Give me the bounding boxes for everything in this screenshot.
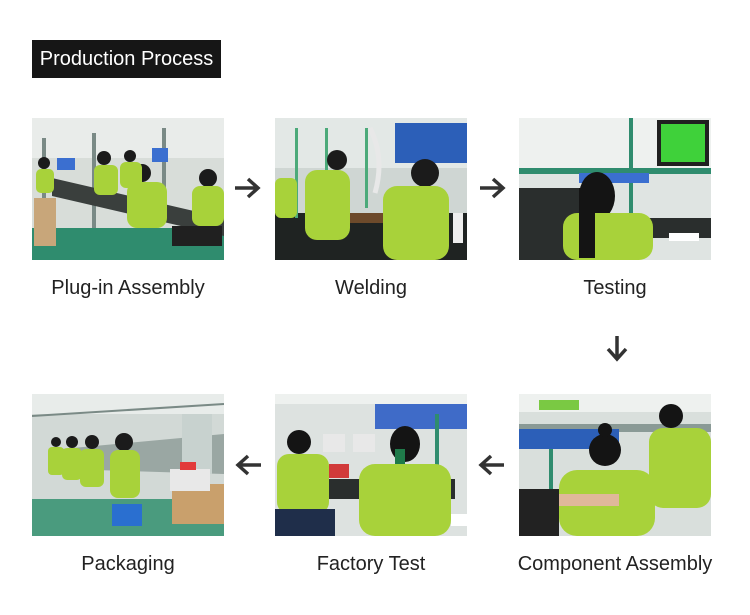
process-step-factory-test: Factory Test [275,394,467,575]
testing-photo [519,118,711,260]
process-step-testing: Testing [519,118,711,299]
page-title: Production Process [32,40,221,78]
packaging-photo [32,394,224,536]
step-label: Welding [335,277,407,299]
arrow-right-icon [478,177,506,199]
arrow-down-icon [606,334,628,362]
arrow-left-icon [478,454,506,476]
step-label: Factory Test [316,553,426,575]
process-step-packaging: Packaging [32,394,224,575]
arrow-left-icon [235,454,263,476]
welding-photo [275,118,467,260]
plug-in-assembly-photo [32,118,224,260]
process-step-component-assembly: Component Assembly [518,394,712,575]
component-assembly-photo [519,394,711,536]
step-label: Testing [583,277,647,299]
step-label: Packaging [81,553,175,575]
step-label: Component Assembly [517,553,713,575]
arrow-right-icon [233,177,261,199]
process-step-plug-in-assembly: Plug-in Assembly [32,118,224,299]
step-label: Plug-in Assembly [51,277,205,299]
factory-test-photo [275,394,467,536]
process-step-welding: Welding [275,118,467,299]
